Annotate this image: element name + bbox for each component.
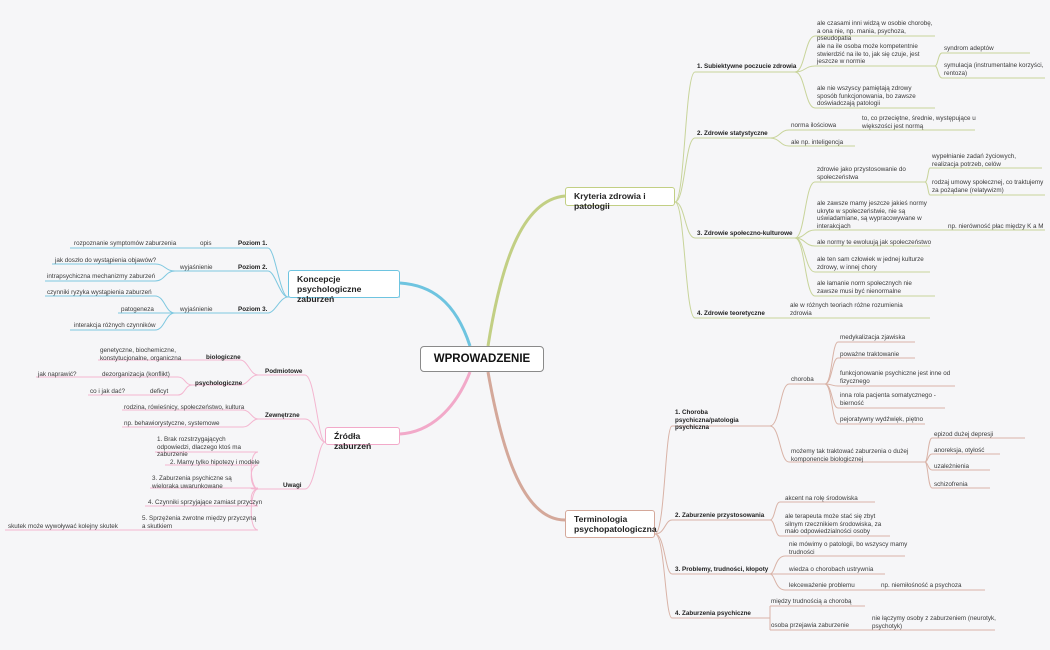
zrodla-zew1[interactable]: rodzina, rówieśnicy, społeczeństwo, kult…	[124, 404, 245, 411]
kryteria-s3d[interactable]: ale ten sam człowiek w jednej kulturze z…	[817, 256, 924, 271]
branch-terminologia	[486, 371, 566, 522]
kryteria-s2[interactable]: 2. Zdrowie statystyczne	[697, 130, 768, 137]
term-t4b[interactable]: osoba przejawia zaburzenie	[771, 622, 850, 629]
konc-p1a[interactable]: opis	[200, 240, 212, 247]
term-t1a[interactable]: choroba	[791, 376, 814, 383]
kryteria-s3e[interactable]: ale łamanie norm społecznych nie zawsze …	[817, 280, 912, 295]
zrodla-uw3[interactable]: 3. Zaburzenia psychiczne są wieloraka uw…	[152, 475, 232, 490]
term-t1a3[interactable]: funkcjonowanie psychiczne jest inne od f…	[840, 370, 951, 385]
kryteria-s1c[interactable]: ale nie wszyscy pamiętają zdrowy sposób …	[817, 85, 916, 108]
branch-zrodla	[399, 371, 472, 436]
topic-terminologia[interactable]: Terminologia psychopatologiczna	[565, 510, 657, 538]
term-t1b2[interactable]: anoreksja, otyłość	[934, 447, 985, 454]
term-t2a[interactable]: akcent na rolę środowiska	[785, 495, 858, 502]
konc-p2a[interactable]: wyjaśnienie	[180, 264, 213, 271]
zrodla-zew[interactable]: Zewnętrzne	[265, 412, 300, 419]
konc-p3a1[interactable]: czynniki ryzyka wystąpienia zaburzeń	[47, 289, 152, 296]
term-t1[interactable]: 1. Choroba psychiczna/patologia psychicz…	[675, 409, 739, 432]
kryteria-s3b[interactable]: ale zawsze mamy jeszcze jakieś normy ukr…	[817, 200, 927, 230]
kryteria-s3c[interactable]: ale normy te ewoluują jak społeczeństwo	[817, 239, 932, 246]
konc-p2a2[interactable]: intrapsychiczna mechanizmy zaburzeń	[47, 273, 156, 280]
topic-koncepcje[interactable]: Koncepcje psychologiczne zaburzeń	[288, 270, 400, 304]
kryteria-s3a1[interactable]: wypełnianie zadań życiowych, realizacja …	[932, 153, 1017, 168]
kryteria-s3a2[interactable]: rodzaj umowy społecznej, co traktujemy z…	[932, 179, 1044, 194]
term-t1b1[interactable]: epizod dużej depresji	[934, 431, 994, 438]
zrodla-bio1[interactable]: genetyczne, biochemiczne, konstytucjonal…	[100, 347, 182, 362]
topic-kryteria[interactable]: Kryteria zdrowia i patologii	[565, 187, 675, 211]
konc-p2[interactable]: Poziom 2.	[238, 264, 268, 271]
zrodla-uw5a[interactable]: skutek może wywoływać kolejny skutek	[8, 523, 118, 530]
konc-p2a1[interactable]: jak doszło do wystąpienia objawów?	[55, 257, 157, 264]
kryteria-s1b1[interactable]: syndrom adeptów	[944, 45, 994, 52]
term-t3b[interactable]: wiedza o chorobach ustrywnia	[789, 566, 874, 573]
zrodla-psy2[interactable]: deficyt	[150, 388, 169, 395]
zrodla-zew2[interactable]: np. behawiorystyczne, systemowe	[124, 420, 220, 427]
konc-p1a1[interactable]: rozpoznanie symptomów zaburzenia	[74, 240, 177, 247]
konc-p3a3[interactable]: interakcja różnych czynników	[74, 322, 156, 329]
term-t2[interactable]: 2. Zaburzenie przystosowania	[675, 512, 765, 519]
zrodla-uw4[interactable]: 4. Czynniki sprzyjające zamiast przyczyn	[148, 499, 263, 506]
term-t3c1[interactable]: np. niemiłośność a psychoza	[881, 582, 962, 589]
zrodla-uw[interactable]: Uwagi	[283, 482, 302, 489]
term-t3a[interactable]: nie mówimy o patologii, bo wszyscy mamy …	[789, 541, 908, 556]
konc-p3a2[interactable]: patogeneza	[121, 306, 154, 313]
term-t3c[interactable]: lekceważenie problemu	[789, 582, 855, 589]
kryteria-s3[interactable]: 3. Zdrowie społeczno-kulturowe	[697, 230, 793, 237]
zrodla-psy1[interactable]: dezorganizacja (konflikt)	[102, 371, 170, 378]
kryteria-s1b2[interactable]: symulacja (instrumentalne korzyści, rent…	[944, 62, 1044, 77]
term-t4b1[interactable]: nie łączymy osoby z zaburzeniem (neuroty…	[872, 615, 996, 630]
term-t4a[interactable]: między trudnością a chorobą	[771, 598, 852, 605]
zrodla-psy1a[interactable]: jak naprawić?	[38, 371, 77, 378]
zrodla-psy2a[interactable]: co i jak dać?	[90, 388, 126, 395]
kryteria-s1a[interactable]: ale czasami inni widzą w osobie chorobę,…	[817, 20, 933, 43]
kryteria-s1[interactable]: 1. Subiektywne poczucie zdrowia	[697, 63, 797, 70]
kryteria-s3b1[interactable]: np. nierówność płac między K a M	[948, 223, 1044, 230]
branch-kryteria	[486, 194, 566, 347]
branch-koncepcje	[399, 281, 472, 347]
term-t1b[interactable]: możemy tak traktować zaburzenia o dużej …	[791, 448, 909, 463]
kryteria-s2a[interactable]: norma ilościowa	[791, 122, 837, 129]
term-t2b[interactable]: ale terapeuta może stać się zbyt silnym …	[785, 513, 882, 536]
kryteria-s1b[interactable]: ale na ile osoba może kompetentnie stwie…	[817, 43, 920, 66]
root-node[interactable]: WPROWADZENIE	[420, 346, 544, 372]
kryteria-s2a1[interactable]: to, co przeciętne, średnie, występujące …	[862, 115, 976, 130]
zrodla-uw1[interactable]: 1. Brak rozstrzygających odpowiedzi, dla…	[157, 436, 242, 459]
zrodla-psy[interactable]: psychologiczne	[195, 380, 243, 387]
term-t3[interactable]: 3. Problemy, trudności, kłopoty	[675, 566, 769, 573]
konc-p3a[interactable]: wyjaśnienie	[180, 306, 213, 313]
term-t1b3[interactable]: uzależnienia	[934, 463, 970, 470]
kryteria-s2b[interactable]: ale np. inteligencja	[791, 139, 844, 146]
konc-p3[interactable]: Poziom 3.	[238, 306, 268, 313]
konc-p1[interactable]: Poziom 1.	[238, 240, 268, 247]
term-t1a1[interactable]: medykalizacja zjawiska	[840, 334, 906, 341]
term-t1a5[interactable]: pejoratywny wydźwięk, piętno	[840, 416, 923, 423]
zrodla-uw5[interactable]: 5. Sprzężenia zwrotne między przyczyną a…	[142, 515, 257, 530]
zrodla-podm[interactable]: Podmiotowe	[265, 368, 303, 375]
zrodla-bio[interactable]: biologiczne	[206, 354, 241, 361]
topic-zrodla[interactable]: Źródła zaburzeń	[325, 427, 400, 451]
zrodla-uw2[interactable]: 2. Mamy tylko hipotezy i modele	[170, 459, 260, 466]
kryteria-s3a[interactable]: zdrowie jako przystosowanie do społeczeń…	[817, 166, 906, 181]
term-t1b4[interactable]: schizofrenia	[934, 481, 968, 488]
term-t1a4[interactable]: inna rola pacjenta somatycznego - bierno…	[840, 392, 936, 407]
kryteria-s4[interactable]: 4. Zdrowie teoretyczne	[697, 310, 765, 317]
term-t4[interactable]: 4. Zaburzenia psychiczne	[675, 610, 751, 617]
kryteria-s4a[interactable]: ale w różnych teoriach różne rozumienia …	[790, 302, 903, 317]
term-t1a2[interactable]: poważne traktowanie	[840, 351, 900, 358]
